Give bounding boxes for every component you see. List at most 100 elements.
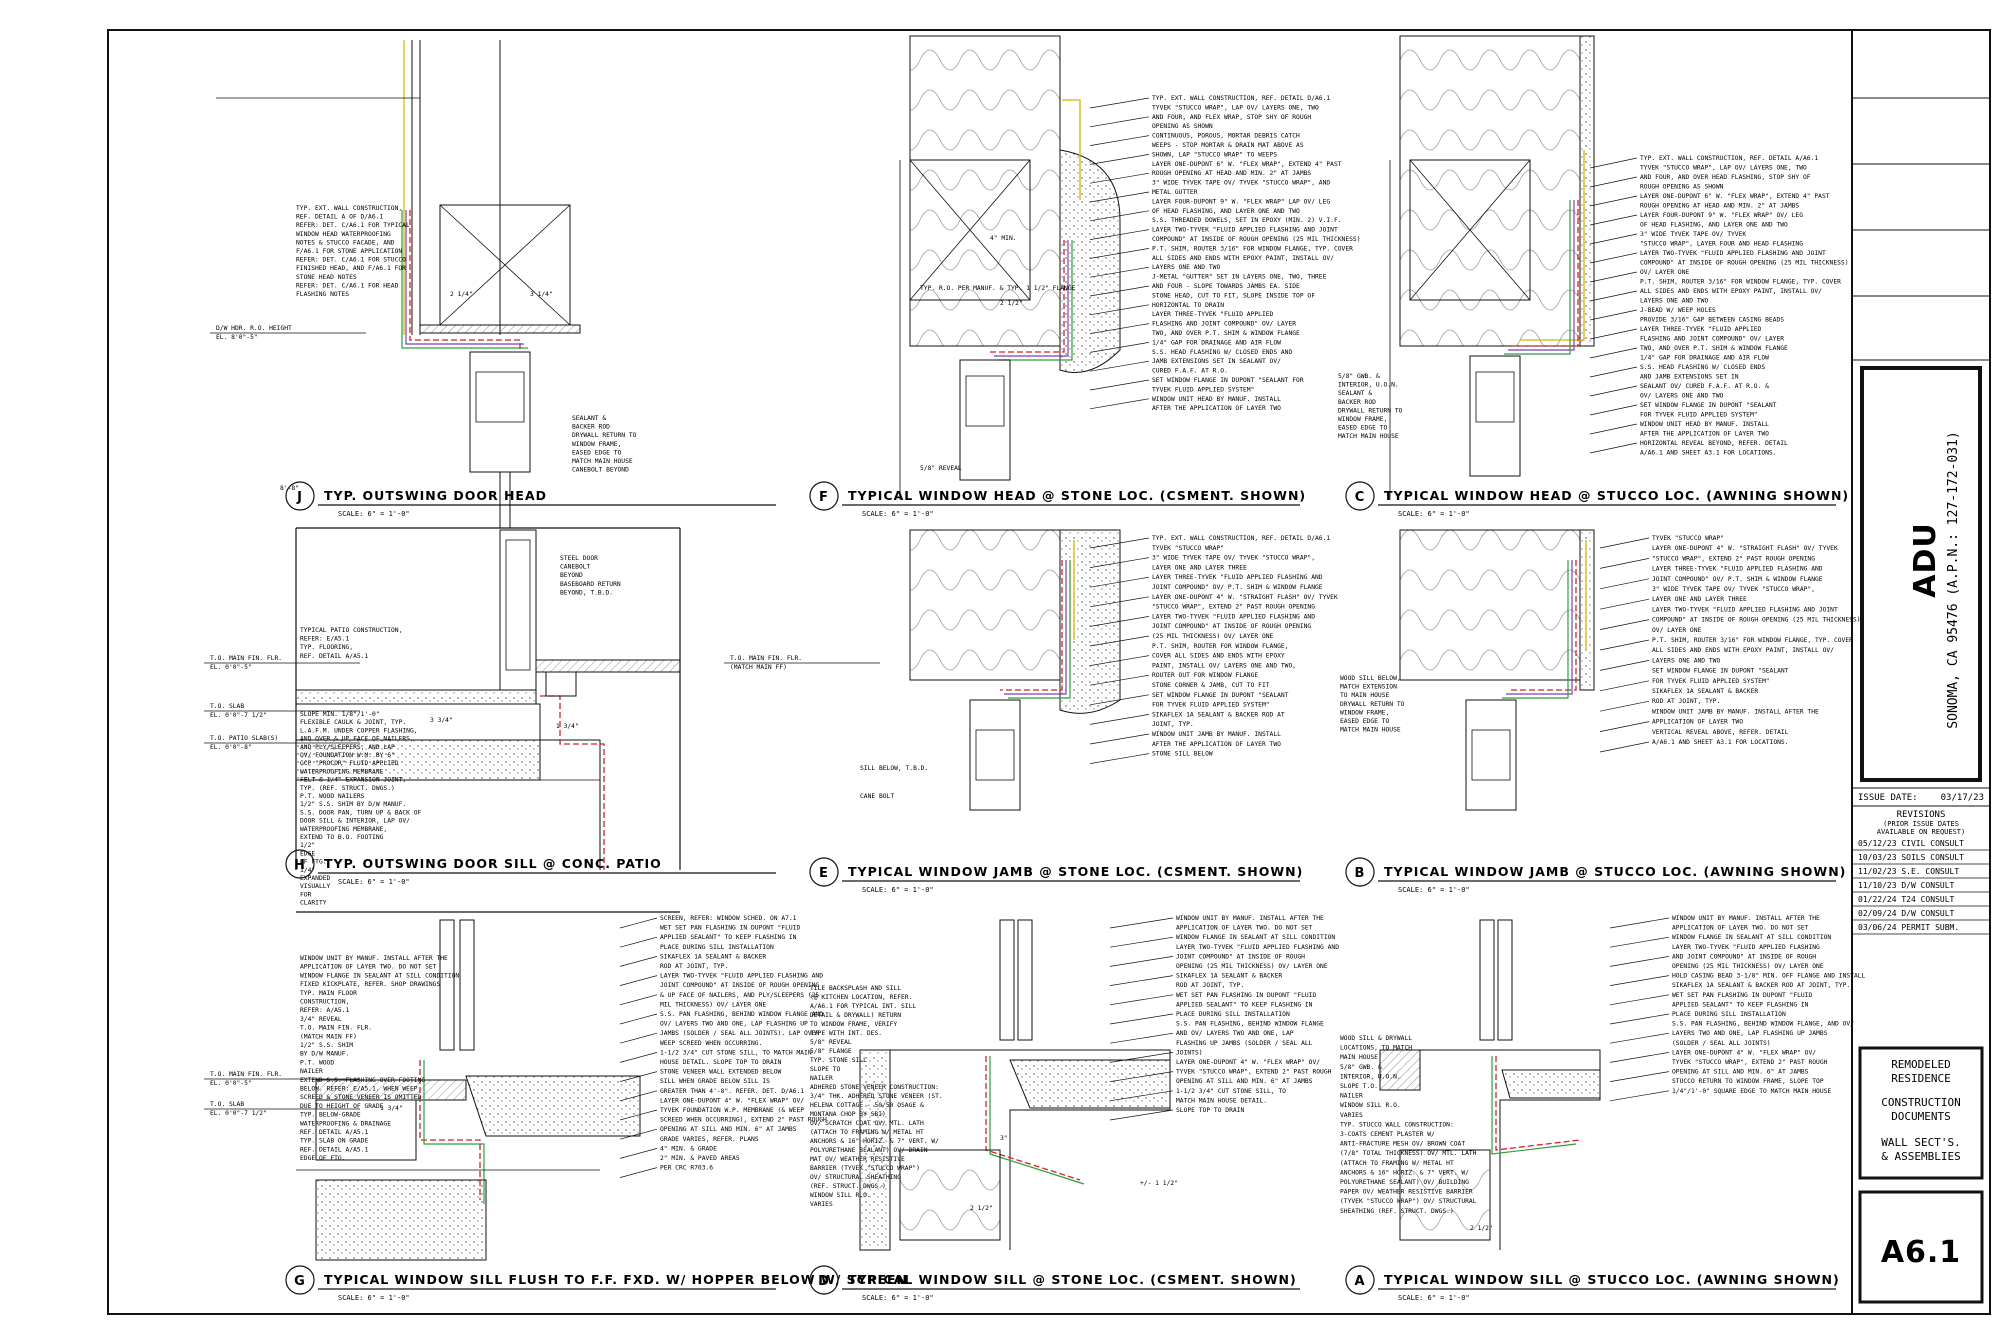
note-text: LAYER TWO-TYVEK "FLUID APPLIED FLASHING … [660, 973, 823, 980]
leader-line [619, 1032, 658, 1044]
note-text: SIKAFLEX 1A SEALANT & BACKER [660, 953, 766, 960]
note-text: S.S. PAN FLASHING, BEHIND WINDOW FLANGE,… [1672, 1021, 1854, 1028]
leader-line [1089, 537, 1150, 549]
leader-line [619, 1090, 658, 1102]
note-text: LAYER FOUR-DUPONT 9" W. "FLEX WRAP" OV/ … [1640, 212, 1803, 219]
leader-line [1089, 323, 1150, 334]
leader-line [1089, 694, 1150, 706]
note-text: REF. DETAIL A/A5.1 [300, 653, 368, 660]
note-text: TYP. EXT. WALL CONSTRUCTION, REF. DETAIL… [1640, 155, 1818, 162]
note-text: OV/ LAYER ONE [1640, 269, 1689, 276]
note-text: MONTANA CHOP BY SBI) [810, 1111, 886, 1118]
note-text: TILE BACKSPLASH AND SILL [810, 985, 901, 992]
note-text: JOINT COMPOUND" OV/ P.T. SHIM & WINDOW F… [1652, 576, 1823, 583]
note-text: T.O. MAIN FIN. FLR. [300, 1025, 372, 1032]
note-text: WET SET PAN FLASHING IN DUPONT "FLUID [1176, 992, 1316, 999]
note-text: LAYERS ONE AND TWO [1652, 657, 1720, 664]
note-text: FINISHED HEAD, AND F/A6.1 FOR [296, 265, 406, 272]
note-text: OPENING (25 MIL THICKNESS) OV/ LAYER ONE [1176, 963, 1328, 970]
detail-scale: SCALE: 6" = 1'-0" [338, 878, 410, 886]
note-text: EXTEND S.S. FLASHING OVER FOOTING [300, 1077, 425, 1084]
note-text: SLOPE TOP TO DRAIN [1176, 1107, 1244, 1114]
note-text: TYVEK "STUCCO WRAP" [1652, 535, 1724, 542]
leader-line [1089, 97, 1150, 109]
note-text: SET WINDOW FLANGE IN DUPONT "SEALANT [1152, 692, 1289, 699]
level-label: T.O. SLAB [210, 1101, 244, 1108]
note-text: EDGE [300, 850, 315, 857]
note-text: EASED EDGE TO [1340, 718, 1389, 725]
note-text: LAYER TWO-TYVEK "FLUID APPLIED FLASHING … [1640, 250, 1826, 257]
note-text: DETAIL & DRYWALL) RETURN [810, 1012, 901, 1019]
sheet-title-line: DOCUMENTS [1891, 1110, 1951, 1123]
leader-line [1589, 309, 1638, 321]
note-text: OPENING AT SILL AND MIN. 6" AT JAMBS [660, 1126, 797, 1133]
note-text: EXTEND TO B.O. FOOTING [300, 834, 384, 841]
note-text: EASED EDGE TO [572, 449, 621, 456]
leader-line [1609, 917, 1670, 929]
note-text: COMPOUND" AT INSIDE OF ROUGH OPENING (25… [1640, 260, 1849, 267]
note-text: LAYER TWO-TYVEK "FLUID APPLIED FLASHING … [1152, 613, 1315, 620]
note-text: 2" MIN. & PAVED AREAS [660, 1155, 740, 1162]
note-text: OPENING AT SILL AND MIN. 6" AT JAMBS [1672, 1069, 1809, 1076]
leader-line [619, 917, 658, 929]
leader-line [1089, 266, 1150, 278]
note-text: NAILER [300, 1068, 323, 1075]
leader-line [619, 1128, 658, 1140]
note-text: APPLICATION OF LAYER TWO. DO NOT SET [300, 964, 437, 971]
note-text: 3/4" REVEAL [300, 1016, 342, 1023]
detail-h-drawing [295, 529, 681, 870]
note-text: OV/ SCRATCH COAT OV/ MTL. LATH [810, 1120, 924, 1127]
leader-line [1089, 733, 1150, 745]
leader-line [1609, 1071, 1670, 1082]
note-text: EASED EDGE TO [1338, 425, 1387, 432]
note-text: SCREEN, REFER: WINDOW SCHED. ON A7.1 [660, 915, 797, 922]
note-text: JOINT COMPOUND" OV/ P.T. SHIM & WINDOW F… [1152, 584, 1323, 591]
detail-bubble [285, 1265, 315, 1295]
detail-title: TYPICAL WINDOW HEAD @ STONE LOC. (CSMENT… [848, 488, 1306, 503]
note-text: AFTER THE APPLICATION OF LAYER TWO [1152, 405, 1281, 412]
level-label: T.O. MAIN FIN. FLR. [210, 1071, 282, 1078]
detail-e-notes: TYP. EXT. WALL CONSTRUCTION, REF. DETAIL… [860, 535, 1338, 800]
level-label: T.O. PATIO SLAB(S) [210, 735, 278, 742]
sheet-number: A6.1 [1881, 1235, 1961, 1270]
note-text: SLOPE T.O. [1340, 1083, 1378, 1090]
level-elevation: (MATCH MAIN FF) [730, 664, 787, 671]
leader-line [1089, 398, 1150, 410]
note-text: NAILER [810, 1075, 833, 1082]
note-text: DRYWALL RETURN TO [1340, 701, 1405, 708]
note-text: OV/ FOUNDATION W.M. BY 6" [300, 752, 395, 759]
revision-row: 11/02/23 S.E. CONSULT [1858, 867, 1959, 876]
note-text: 1/2" [300, 842, 315, 849]
note-text: DRYWALL RETURN TO [1338, 407, 1403, 414]
note-text: (25 MIL THICKNESS) OV/ LAYER ONE [1152, 633, 1274, 640]
leader-line [1589, 176, 1638, 188]
note-text: SILL WHEN GRADE BELOW SILL IS [660, 1078, 770, 1085]
leader-line [1089, 360, 1150, 372]
note-text: AND FOUR, AND OVER HEAD FLASHING, STOP S… [1640, 174, 1811, 181]
note-text: AND FOUR - SLOPE TOWARDS JAMBS EA. SIDE [1152, 283, 1300, 290]
note-text: WINDOW FRAME, [1338, 416, 1387, 423]
note-text: TYVEK "STUCCO WRAP", EXTEND 2" PAST ROUG… [1672, 1059, 1828, 1066]
note-text: GCP "PROCOR" FLUID APPLIED [300, 760, 399, 767]
note-text: WINDOW UNIT JAMB BY MANUF. INSTALL [1152, 731, 1281, 738]
leader-line [1609, 975, 1670, 986]
revision-row: 05/12/23 CIVIL CONSULT [1858, 839, 1964, 848]
leader-line [1589, 328, 1638, 340]
note-text: WOOD SILL & DRYWALL [1340, 1035, 1412, 1042]
note-text: REF. DETAIL A/A5.1 [300, 1146, 368, 1153]
detail-j-drawing [216, 40, 581, 528]
leader-line [1109, 917, 1174, 929]
leader-line [1089, 342, 1150, 353]
note-text: APPLIED SEALANT" TO KEEP FLASHING IN [1176, 1001, 1313, 1008]
level-label: T.O. MAIN FIN. FLR. [730, 655, 802, 662]
note-text: TYVEK "STUCCO WRAP" [1152, 545, 1224, 552]
note-text: ROD AT JOINT, TYP. [660, 963, 728, 970]
leader-line [1089, 304, 1150, 316]
level-elevation: EL. 0'0"-5" [210, 1080, 252, 1087]
note-text: JAMB EXTENSIONS SET IN SEALANT OV/ [1152, 358, 1281, 365]
detail-d-drawing [859, 919, 1171, 1251]
note-text: 3/4" THK. ADHERED STONE VENEER (ST. [810, 1093, 943, 1100]
note-text: REFER: E/A5.1 [300, 636, 349, 643]
note-text: APPLIED SEALANT" TO KEEP FLASHING IN [660, 934, 797, 941]
note-text: REFER: DET. C/A6.1 FOR HEAD [296, 282, 399, 289]
